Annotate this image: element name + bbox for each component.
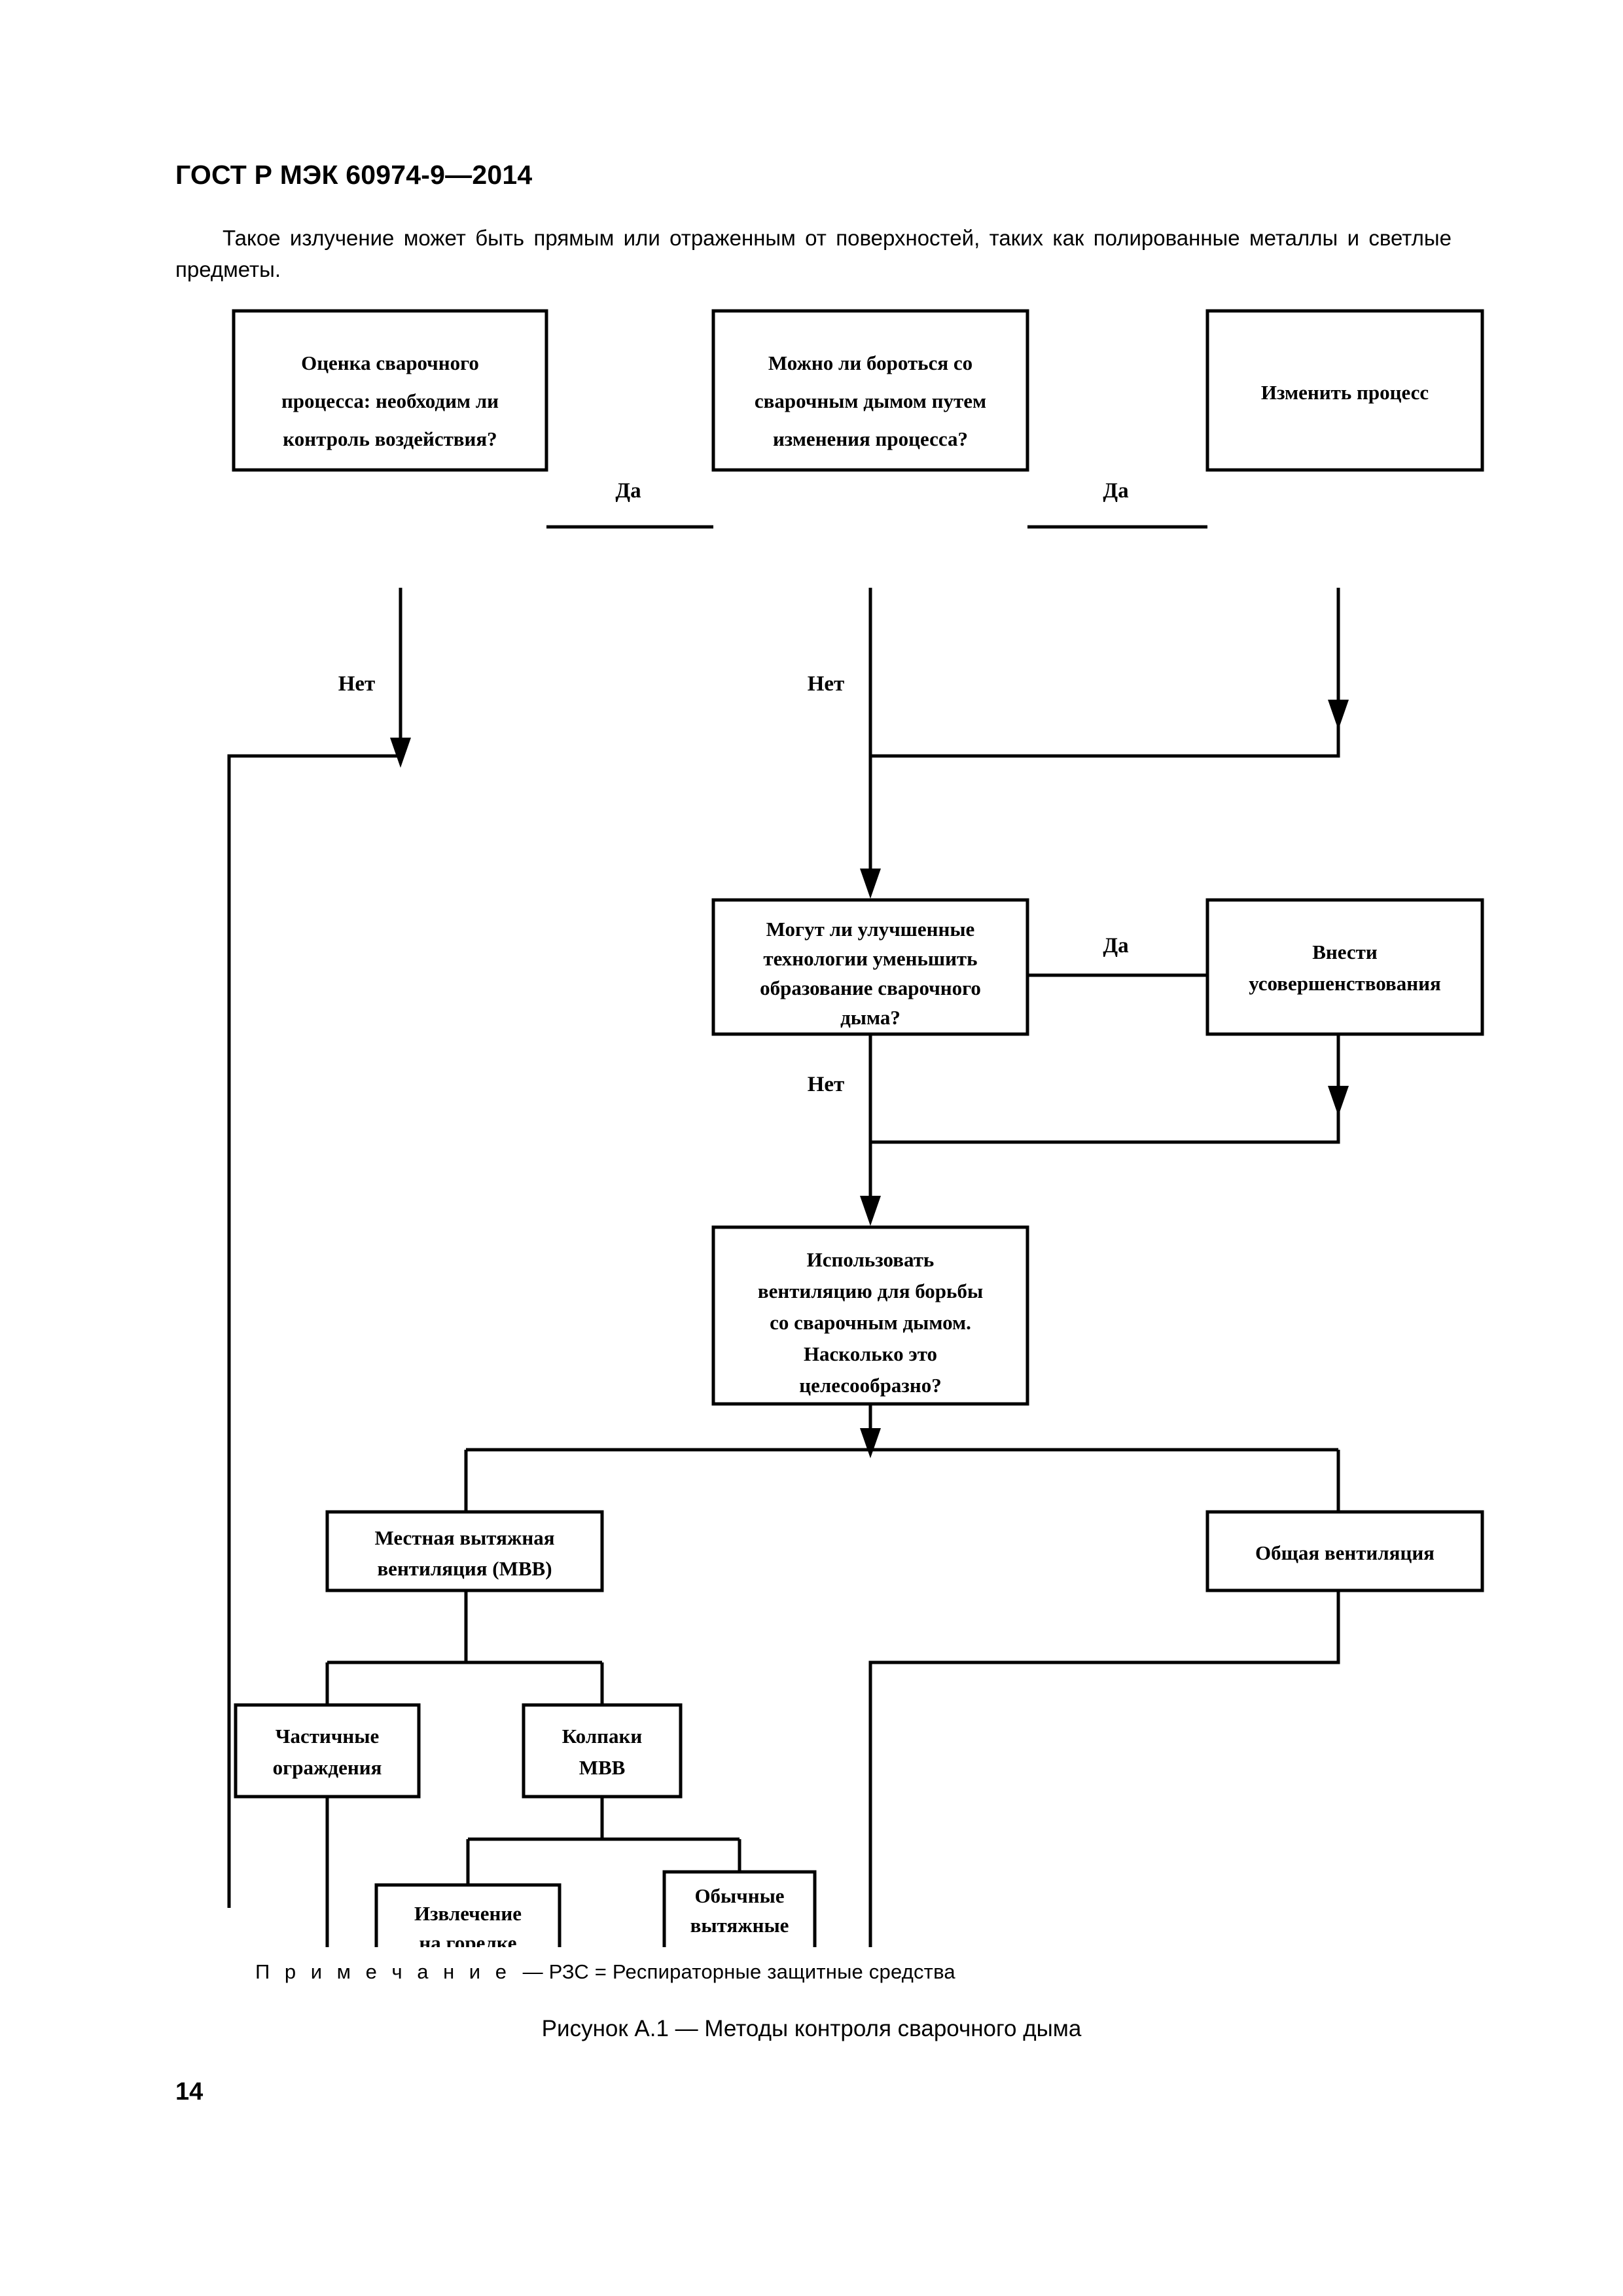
edge-improve-down-join <box>870 1034 1340 1144</box>
edge-general-down <box>868 1590 1340 1947</box>
node-assess-line2-regular: необходим ли <box>370 389 499 412</box>
node-techq-line1: Могут ли улучшенные <box>766 918 975 941</box>
node-improvements[interactable] <box>1205 898 1484 1036</box>
node-ventilation-question[interactable] <box>711 1225 1029 1406</box>
node-conventional-hoods[interactable] <box>662 1870 817 1947</box>
note-body: — РЗС = Респираторные защитные средства <box>522 1960 955 1983</box>
node-ventq-line3: со сварочным дымом. <box>770 1311 971 1334</box>
node-techq-line4: дыма? <box>840 1006 901 1029</box>
node-local-exhaust-ventilation[interactable] <box>325 1510 604 1592</box>
node-assess-line3: контроль воздействия? <box>283 427 497 450</box>
note-label: П р и м е ч а н и е <box>255 1960 511 1983</box>
node-ventq-line5: целесообразно? <box>799 1374 941 1397</box>
edge-label-no-2: Нет <box>808 672 845 696</box>
node-improvements-line2: усовершенствования <box>1249 972 1441 995</box>
node-torch-line2: на горелке <box>419 1931 516 1947</box>
edge-label-yes-2: Да <box>1103 479 1128 503</box>
node-torch-extraction[interactable] <box>374 1883 562 1947</box>
page-number: 14 <box>175 2078 204 2106</box>
node-assess[interactable] <box>232 309 548 472</box>
node-conventional-line3: колпаки <box>700 1943 778 1947</box>
note-line: П р и м е ч а н и е — РЗС = Респираторны… <box>255 1960 955 1984</box>
node-assess-line1: Оценка сварочного <box>301 351 479 374</box>
node-ventq-line4: Насколько это <box>804 1342 937 1365</box>
node-process-change-question[interactable] <box>711 309 1029 472</box>
arrow-assess-no <box>390 738 411 768</box>
node-hoods-line1: Колпаки <box>562 1725 643 1748</box>
node-general-vent-line1: Общая вентиляция <box>1255 1541 1435 1564</box>
edge-label-no-3: Нет <box>808 1073 845 1096</box>
node-processq-line3: изменения процесса? <box>773 427 968 450</box>
node-ventq-line1: Использовать <box>807 1248 935 1271</box>
node-conventional-line2: вытяжные <box>690 1914 789 1937</box>
arrow-improve-down <box>1328 1086 1349 1116</box>
arrow-change-down <box>1328 700 1349 730</box>
node-assess-line2-bold: процесса: <box>281 389 370 412</box>
node-hoods-line2: МВВ <box>579 1756 626 1779</box>
node-general-ventilation[interactable] <box>1205 1510 1484 1592</box>
node-techq-line3: образование сварочного <box>760 977 981 999</box>
node-assess-line2: процесса: необходим ли <box>281 389 499 412</box>
node-change-process-line1: Изменить процесс <box>1261 381 1429 404</box>
flowchart-svg: Оценка сварочного процесса: необходим ли… <box>227 309 1484 1947</box>
edge-label-yes-1: Да <box>615 479 641 503</box>
node-processq-line2: сварочным дымом путем <box>755 389 986 412</box>
node-partial-line2: ограждения <box>273 1756 382 1779</box>
node-change-process[interactable] <box>1205 309 1484 472</box>
arrow-techq-no <box>860 1196 881 1226</box>
node-partial-line1: Частичные <box>276 1725 379 1748</box>
arrow-ventq-down <box>860 1428 881 1458</box>
node-lev-line1: Местная вытяжная <box>374 1526 554 1549</box>
node-tech-question[interactable] <box>711 898 1029 1036</box>
edge-label-yes-3: Да <box>1103 934 1128 958</box>
node-improvements-line1: Внести <box>1312 941 1378 963</box>
arrow-processq-no <box>860 869 881 899</box>
figure-caption: Рисунок А.1 — Методы контроля сварочного… <box>541 2016 1082 2041</box>
edge-change-down-join <box>870 588 1340 758</box>
node-ventq-line2: вентиляцию для борьбы <box>758 1280 983 1302</box>
figure-a1: Оценка сварочного процесса: необходим ли… <box>0 298 1623 1947</box>
node-techq-line2: технологии уменьшить <box>763 947 977 970</box>
intro-text: Такое излучение может быть прямым или от… <box>175 226 1452 281</box>
node-processq-line1: Можно ли бороться со <box>768 351 972 374</box>
node-lev-hoods[interactable] <box>522 1703 683 1799</box>
node-lev-line2: вентиляция (МВВ) <box>377 1557 552 1580</box>
intro-paragraph: Такое излучение может быть прямым или от… <box>175 223 1452 285</box>
edge-label-no-1: Нет <box>338 672 376 696</box>
edge-assess-no-margin <box>227 754 401 1908</box>
node-partial-enclosures[interactable] <box>234 1703 421 1799</box>
document-header: ГОСТ Р МЭК 60974-9—2014 <box>175 160 533 190</box>
node-conventional-line1: Обычные <box>694 1884 784 1907</box>
node-torch-line1: Извлечение <box>414 1902 522 1925</box>
